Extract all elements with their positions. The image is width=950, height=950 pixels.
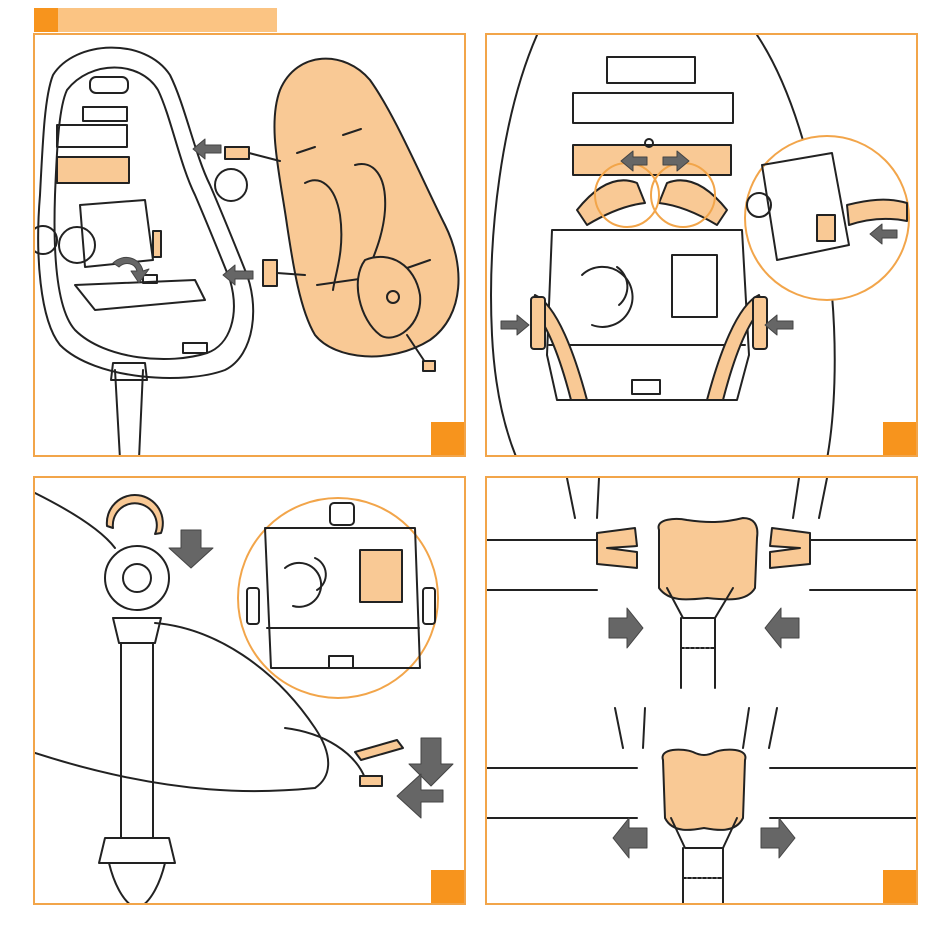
step-2-panel xyxy=(485,33,918,457)
right-pivot xyxy=(215,169,247,201)
direction-arrow-icon xyxy=(193,139,221,159)
release-ring-arc xyxy=(107,495,163,534)
waist-belt-left-top xyxy=(487,540,597,590)
strap-cable xyxy=(285,728,365,778)
harness-slot-lower xyxy=(57,157,129,183)
crotch-clip xyxy=(423,361,435,371)
pivot-hub xyxy=(105,546,169,610)
seat-shell xyxy=(38,48,253,378)
strap-clip-lower xyxy=(263,260,277,286)
step-4-corner-marker xyxy=(883,870,916,903)
label-plate xyxy=(607,57,695,83)
section-header-square xyxy=(34,8,58,32)
step-3-corner-marker xyxy=(431,870,464,903)
strap-clip-upper xyxy=(225,147,249,159)
step-1-illustration xyxy=(35,35,466,457)
direction-arrow-icon xyxy=(609,608,643,648)
direction-arrow-icon xyxy=(765,608,799,648)
release-tab xyxy=(355,740,403,760)
bottom-clip xyxy=(632,380,660,394)
shoulder-strap-right-top xyxy=(793,478,827,518)
buckle-tongue-right-top xyxy=(770,528,810,568)
waist-belt-right-bottom xyxy=(770,768,918,818)
buckle-body-top xyxy=(659,518,758,599)
step-3-panel xyxy=(33,476,466,905)
step-3-illustration xyxy=(35,478,466,905)
seat-shell-top xyxy=(35,493,115,548)
pivot-hub-inner xyxy=(123,564,151,592)
shoulder-strap-left xyxy=(577,180,645,225)
buckle-body-bottom xyxy=(663,750,746,830)
stand-pole xyxy=(115,370,143,457)
side-tab xyxy=(153,231,161,257)
detail-clip xyxy=(817,215,835,241)
mechanism-ring xyxy=(59,227,95,263)
shell-outline-left xyxy=(491,35,537,457)
crotch-strap-bottom xyxy=(683,848,723,905)
direction-arrow-icon xyxy=(613,818,647,858)
shoulder-strap-left-bottom xyxy=(615,708,645,748)
direction-arrow-icon xyxy=(501,315,529,335)
harness-slot-upper xyxy=(573,93,733,123)
step-4-panel xyxy=(485,476,918,905)
step-4-illustration xyxy=(487,478,918,905)
step-2-corner-marker xyxy=(883,422,916,455)
direction-arrow-icon xyxy=(169,530,213,568)
step-1-panel xyxy=(33,33,466,457)
direction-arrow-icon xyxy=(761,818,795,858)
release-clip xyxy=(360,776,382,786)
stand-base xyxy=(99,838,175,863)
seat-floor-edge xyxy=(75,280,205,310)
step-1-corner-marker xyxy=(431,422,464,455)
section-header-band xyxy=(58,8,277,32)
shoulder-strap-right xyxy=(659,180,727,225)
waist-belt-right-top xyxy=(810,540,918,590)
shoulder-strap-right-bottom xyxy=(743,708,777,748)
section-header-bar xyxy=(34,8,277,32)
detail-mechanism xyxy=(360,550,402,602)
crotch-strap-top xyxy=(681,618,715,688)
shoulder-strap-left-top xyxy=(567,478,599,518)
label-plate xyxy=(83,107,127,121)
bottom-clip xyxy=(183,343,207,353)
buckle-tongue-left-top xyxy=(597,528,637,568)
waist-belt-left-bottom xyxy=(487,768,637,818)
harness-slot-upper xyxy=(57,125,127,147)
mechanism-box xyxy=(672,255,717,317)
stand-foot xyxy=(109,863,165,905)
side-clip-right xyxy=(753,297,767,349)
direction-arrow-icon xyxy=(765,315,793,335)
step-2-illustration xyxy=(487,35,918,457)
hub-collar xyxy=(113,618,161,643)
stand-pole xyxy=(121,643,153,838)
harness-slot-lower xyxy=(573,145,731,175)
side-clip-left xyxy=(531,297,545,349)
handle-slot xyxy=(90,77,128,93)
